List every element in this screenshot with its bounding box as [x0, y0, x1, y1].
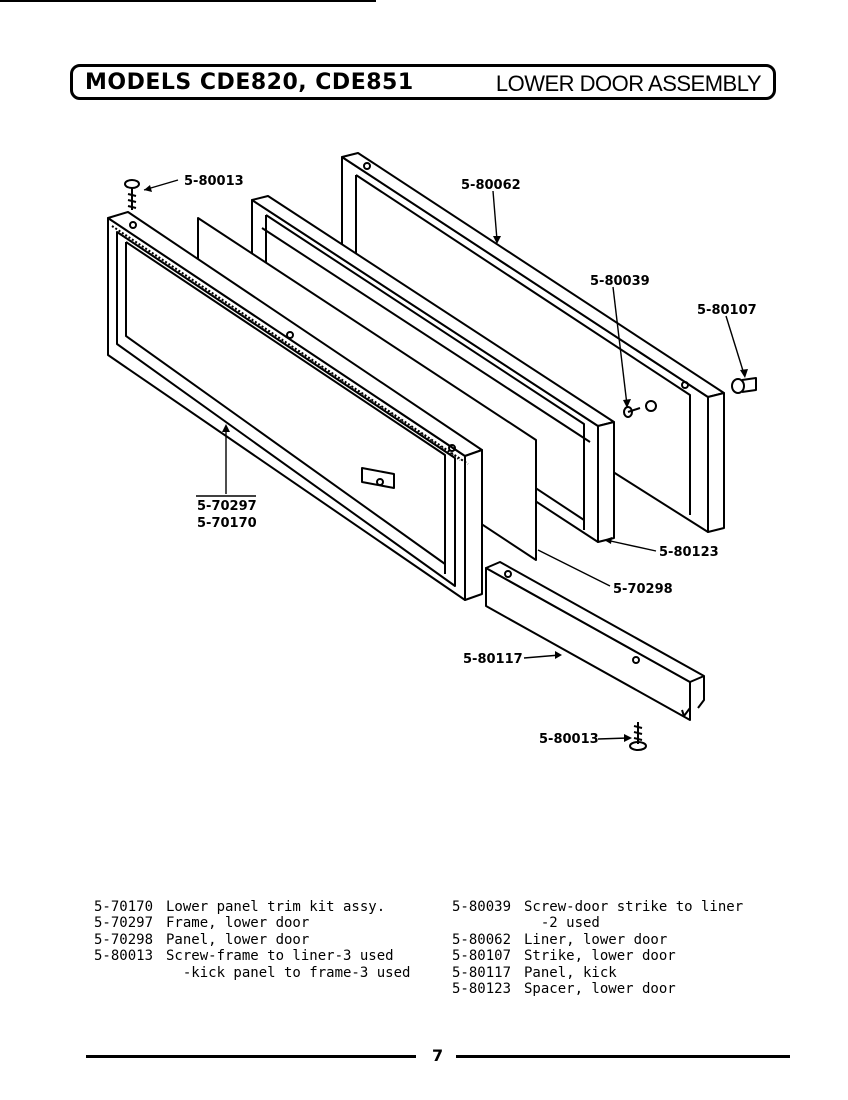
parts-list-left: 5-70170 Lower panel trim kit assy. 5-7029… — [94, 899, 410, 981]
part-description: Frame, lower door — [166, 915, 310, 932]
part-number — [452, 915, 524, 931]
part-description: Strike, lower door — [524, 948, 676, 965]
part-number: 5-80013 — [94, 948, 154, 965]
parts-list-row: -kick panel to frame-3 used — [94, 964, 411, 981]
frame-part — [107, 211, 483, 601]
part-description: Liner, lower door — [524, 931, 668, 948]
footer-rule-right — [456, 1055, 790, 1058]
parts-list-row: 5-80123 Spacer, lower door — [452, 981, 743, 997]
parts-list-row: 5-70298 Panel, lower door — [94, 932, 410, 948]
part-description: Panel, kick — [524, 964, 617, 981]
liner-part — [341, 152, 725, 533]
title-bar: MODELS CDE820, CDE851 LOWER DOOR ASSEMBL… — [70, 64, 776, 100]
part-description: -kick panel to frame-3 used — [166, 964, 411, 981]
parts-list-row: -2 used — [452, 915, 743, 931]
models-title: MODELS CDE820, CDE851 — [85, 70, 414, 95]
parts-list-row: 5-80117 Panel, kick — [452, 965, 743, 981]
screw-top-part — [124, 179, 140, 210]
parts-list-row: 5-70297 Frame, lower door — [94, 915, 410, 931]
top-rule — [0, 0, 376, 2]
screw-bottom-part — [629, 722, 647, 751]
parts-list-row: 5-80107 Strike, lower door — [452, 948, 743, 964]
part-number: 5-70170 — [94, 899, 154, 915]
exploded-view-diagram: 5-80013 5-80062 5-80039 5-80107 5-70297 … — [107, 152, 757, 751]
part-description: Spacer, lower door — [524, 981, 676, 998]
callout-screw-top: 5-80013 — [184, 174, 244, 189]
kick-panel-part — [485, 561, 705, 721]
section-title: LOWER DOOR ASSEMBLY — [495, 71, 762, 96]
callout-spacer: 5-80123 — [659, 545, 719, 560]
part-number: 5-80107 — [452, 948, 512, 965]
callout-screw-bottom: 5-80013 — [539, 732, 599, 747]
part-number: 5-70297 — [94, 915, 154, 932]
parts-list-row: 5-80013 Screw-frame to liner-3 used — [94, 948, 410, 964]
parts-list-row: 5-80039 Screw-door strike to liner — [452, 899, 743, 915]
callout-kick: 5-80117 — [463, 652, 523, 667]
callout-strike: 5-80107 — [697, 303, 757, 318]
part-description: Lower panel trim kit assy. — [166, 899, 386, 915]
part-number: 5-80123 — [452, 981, 512, 998]
callout-trim-kit: 5-70170 — [197, 516, 257, 531]
part-description: -2 used — [524, 915, 600, 932]
parts-list-row: 5-70170 Lower panel trim kit assy. — [94, 899, 410, 915]
part-description: Panel, lower door — [166, 931, 310, 948]
part-number: 5-80062 — [452, 931, 512, 948]
part-number: 5-80039 — [452, 899, 512, 915]
callout-panel: 5-70298 — [613, 582, 673, 597]
page-number: 7 — [432, 1046, 444, 1065]
callout-frame: 5-70297 — [197, 499, 257, 514]
callout-liner: 5-80062 — [461, 178, 521, 193]
parts-list-right: 5-80039 Screw-door strike to liner -2 use… — [452, 899, 743, 997]
screw-strike-part — [623, 406, 641, 418]
strike-part — [731, 377, 757, 394]
parts-list-row: 5-80062 Liner, lower door — [452, 932, 743, 948]
part-number — [94, 965, 166, 981]
part-number: 5-70298 — [94, 931, 154, 948]
part-number: 5-80117 — [452, 964, 512, 981]
part-description: Screw-door strike to liner — [524, 899, 744, 915]
part-description: Screw-frame to liner-3 used — [166, 948, 394, 965]
callout-screw-strike: 5-80039 — [590, 274, 650, 289]
footer-rule-left — [86, 1055, 416, 1058]
